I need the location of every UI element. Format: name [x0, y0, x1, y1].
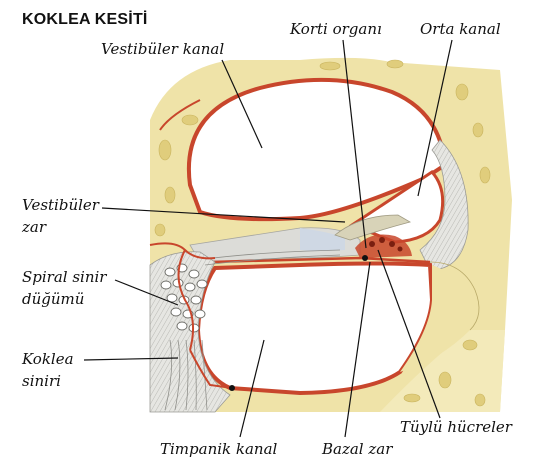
- label-vestibular-canal: Vestibüler kanal: [101, 40, 225, 58]
- leader-lines: [83, 39, 453, 438]
- diagram-title: KOKLEA KESİTİ: [22, 11, 148, 28]
- label-cochlear-duct: Orta kanal: [420, 20, 501, 38]
- label-cochlear-nerve-line1: Koklea: [22, 350, 74, 368]
- tectorial-membrane: [334, 214, 412, 241]
- basilar-membrane: [209, 256, 431, 264]
- label-spiral-ganglion-line2: düğümü: [22, 290, 85, 308]
- tympanic-canal-shape: [195, 261, 435, 396]
- label-tympanic-canal: Timpanik kanal: [160, 440, 278, 458]
- organ-of-corti: [355, 234, 412, 258]
- label-spiral-ganglion-line1: Spiral sinir: [22, 268, 107, 286]
- label-vestibular-membrane-line2: zar: [22, 218, 47, 236]
- label-vestibular-membrane-line1: Vestibüler: [22, 196, 99, 214]
- cochlear-nerve-bundle: [149, 251, 231, 413]
- label-cochlear-nerve-line2: siniri: [22, 372, 61, 390]
- label-hair-cells: Tüylü hücreler: [400, 418, 512, 436]
- blood-vessels: [149, 99, 233, 389]
- label-basilar-membrane: Bazal zar: [322, 440, 393, 458]
- label-organ-of-corti: Korti organı: [290, 20, 382, 38]
